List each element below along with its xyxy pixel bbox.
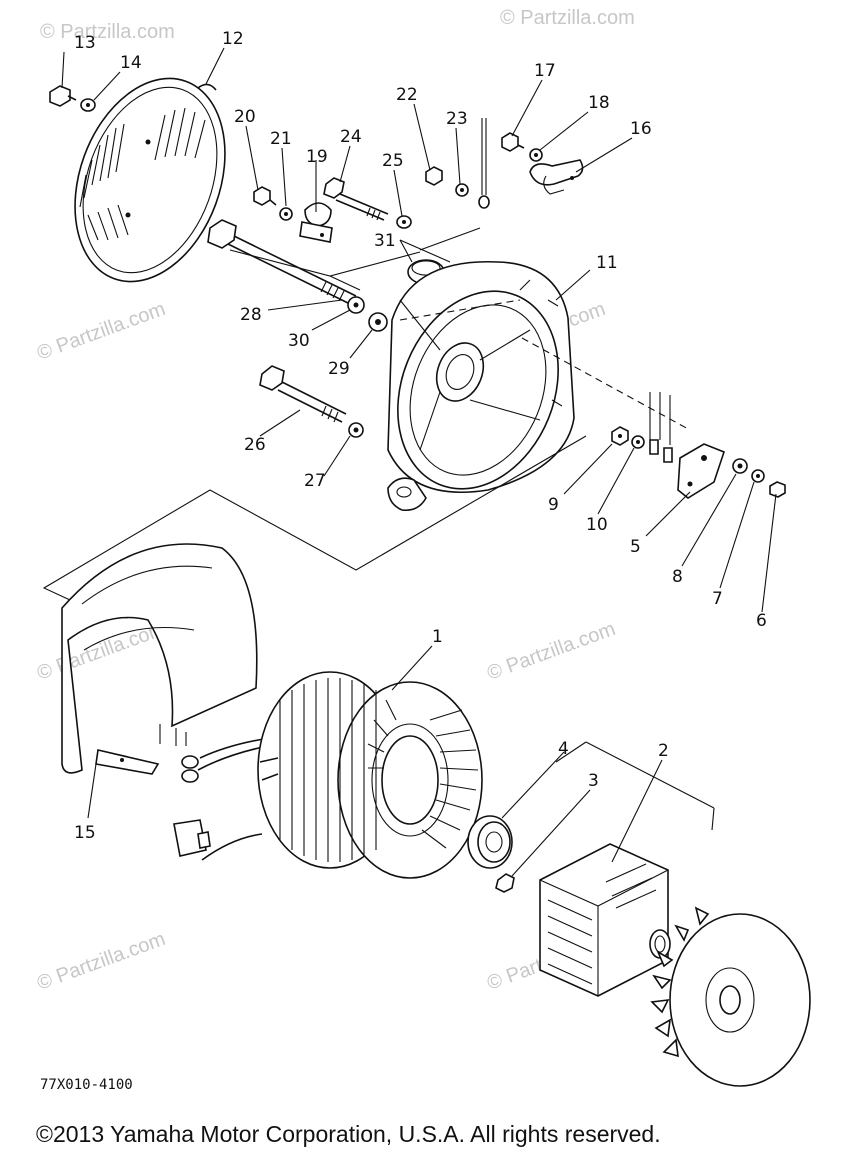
- part-5-terminal-plate: [677, 443, 725, 499]
- watermark: © Partzilla.com: [34, 298, 168, 365]
- part-15-cover-band: [61, 543, 258, 775]
- assembly-guides-middle: [42, 435, 587, 601]
- callout-13: 13: [74, 33, 96, 53]
- callout-2: 2: [658, 741, 669, 761]
- watermark: © Partzilla.com: [500, 7, 635, 29]
- callout-23: 23: [446, 109, 468, 129]
- part-4-bearing: [467, 815, 513, 869]
- leader-lines: [61, 47, 777, 877]
- part-28-through-bolt: [207, 219, 357, 305]
- callout-26: 26: [244, 435, 266, 455]
- callout-15: 15: [74, 823, 96, 843]
- part-25-washer: [396, 215, 412, 229]
- part-23-washer: [455, 183, 469, 197]
- diagram-part-number: 77X010-4100: [40, 1077, 133, 1093]
- callout-24: 24: [340, 127, 362, 147]
- part-7-washer: [751, 469, 765, 483]
- part-9-nut: [611, 426, 629, 446]
- callout-8: 8: [672, 567, 683, 587]
- callout-7: 7: [712, 589, 723, 609]
- callout-1: 1: [432, 627, 443, 647]
- part-22-bolt: [425, 166, 443, 186]
- part-18-washer: [529, 148, 543, 162]
- wire-terminals: [649, 439, 673, 463]
- callout-18: 18: [588, 93, 610, 113]
- callout-9: 9: [548, 495, 559, 515]
- callout-22: 22: [396, 85, 418, 105]
- part-13-bolt: [49, 85, 77, 107]
- part-14-washer: [80, 98, 96, 112]
- callout-19: 19: [306, 147, 328, 167]
- part-6-nut: [769, 481, 786, 498]
- part-16-clamp: [529, 159, 584, 195]
- callout-31: 31: [374, 231, 396, 251]
- part-8-washer: [732, 458, 748, 474]
- callout-29: 29: [328, 359, 350, 379]
- callout-labels: 1 2 3 4 5 6 7 8 9 10 11 12 13 14 15 16 1…: [74, 29, 767, 843]
- callout-14: 14: [120, 53, 142, 73]
- callout-11: 11: [596, 253, 618, 273]
- callout-27: 27: [304, 471, 326, 491]
- part-21-washer: [279, 207, 293, 221]
- part-20-bolt: [253, 186, 277, 206]
- part-26-through-bolt: [259, 365, 347, 423]
- callout-6: 6: [756, 611, 767, 631]
- part-17-bolt: [501, 132, 525, 152]
- watermark: © Partzilla.com: [484, 618, 618, 685]
- part-29-washer: [368, 312, 388, 332]
- part-24-bolt: [323, 177, 389, 221]
- part-27-washer: [348, 422, 364, 438]
- part-30-washer: [347, 296, 365, 314]
- callout-17: 17: [534, 61, 556, 81]
- part-11-housing: [387, 260, 575, 512]
- callout-5: 5: [630, 537, 641, 557]
- stator-wire-leads: [173, 737, 271, 861]
- watermark: © Partzilla.com: [40, 21, 175, 43]
- callout-4: 4: [558, 739, 569, 759]
- assembly-guide-right: [521, 337, 691, 445]
- part-2-bracket-line: [555, 741, 715, 831]
- part-19-bracket: [299, 202, 333, 243]
- callout-28: 28: [240, 305, 262, 325]
- callout-3: 3: [588, 771, 599, 791]
- callout-21: 21: [270, 129, 292, 149]
- part-2-rotor: [539, 843, 671, 997]
- wire-lead-top: [478, 118, 490, 209]
- callout-12: 12: [222, 29, 244, 49]
- callout-25: 25: [382, 151, 404, 171]
- watermark: © Partzilla.com: [34, 928, 168, 995]
- callout-10: 10: [586, 515, 608, 535]
- callout-30: 30: [288, 331, 310, 351]
- part-1-stator: [257, 671, 483, 879]
- part-2-cooling-fan: [650, 906, 811, 1087]
- callout-20: 20: [234, 107, 256, 127]
- callout-16: 16: [630, 119, 652, 139]
- assembly-guides-upper: [229, 227, 481, 291]
- copyright-notice: ©2013 Yamaha Motor Corporation, U.S.A. A…: [36, 1121, 661, 1147]
- part-10-washer: [631, 435, 645, 449]
- part-3-key: [495, 873, 515, 893]
- part-12-end-cover: [74, 77, 226, 283]
